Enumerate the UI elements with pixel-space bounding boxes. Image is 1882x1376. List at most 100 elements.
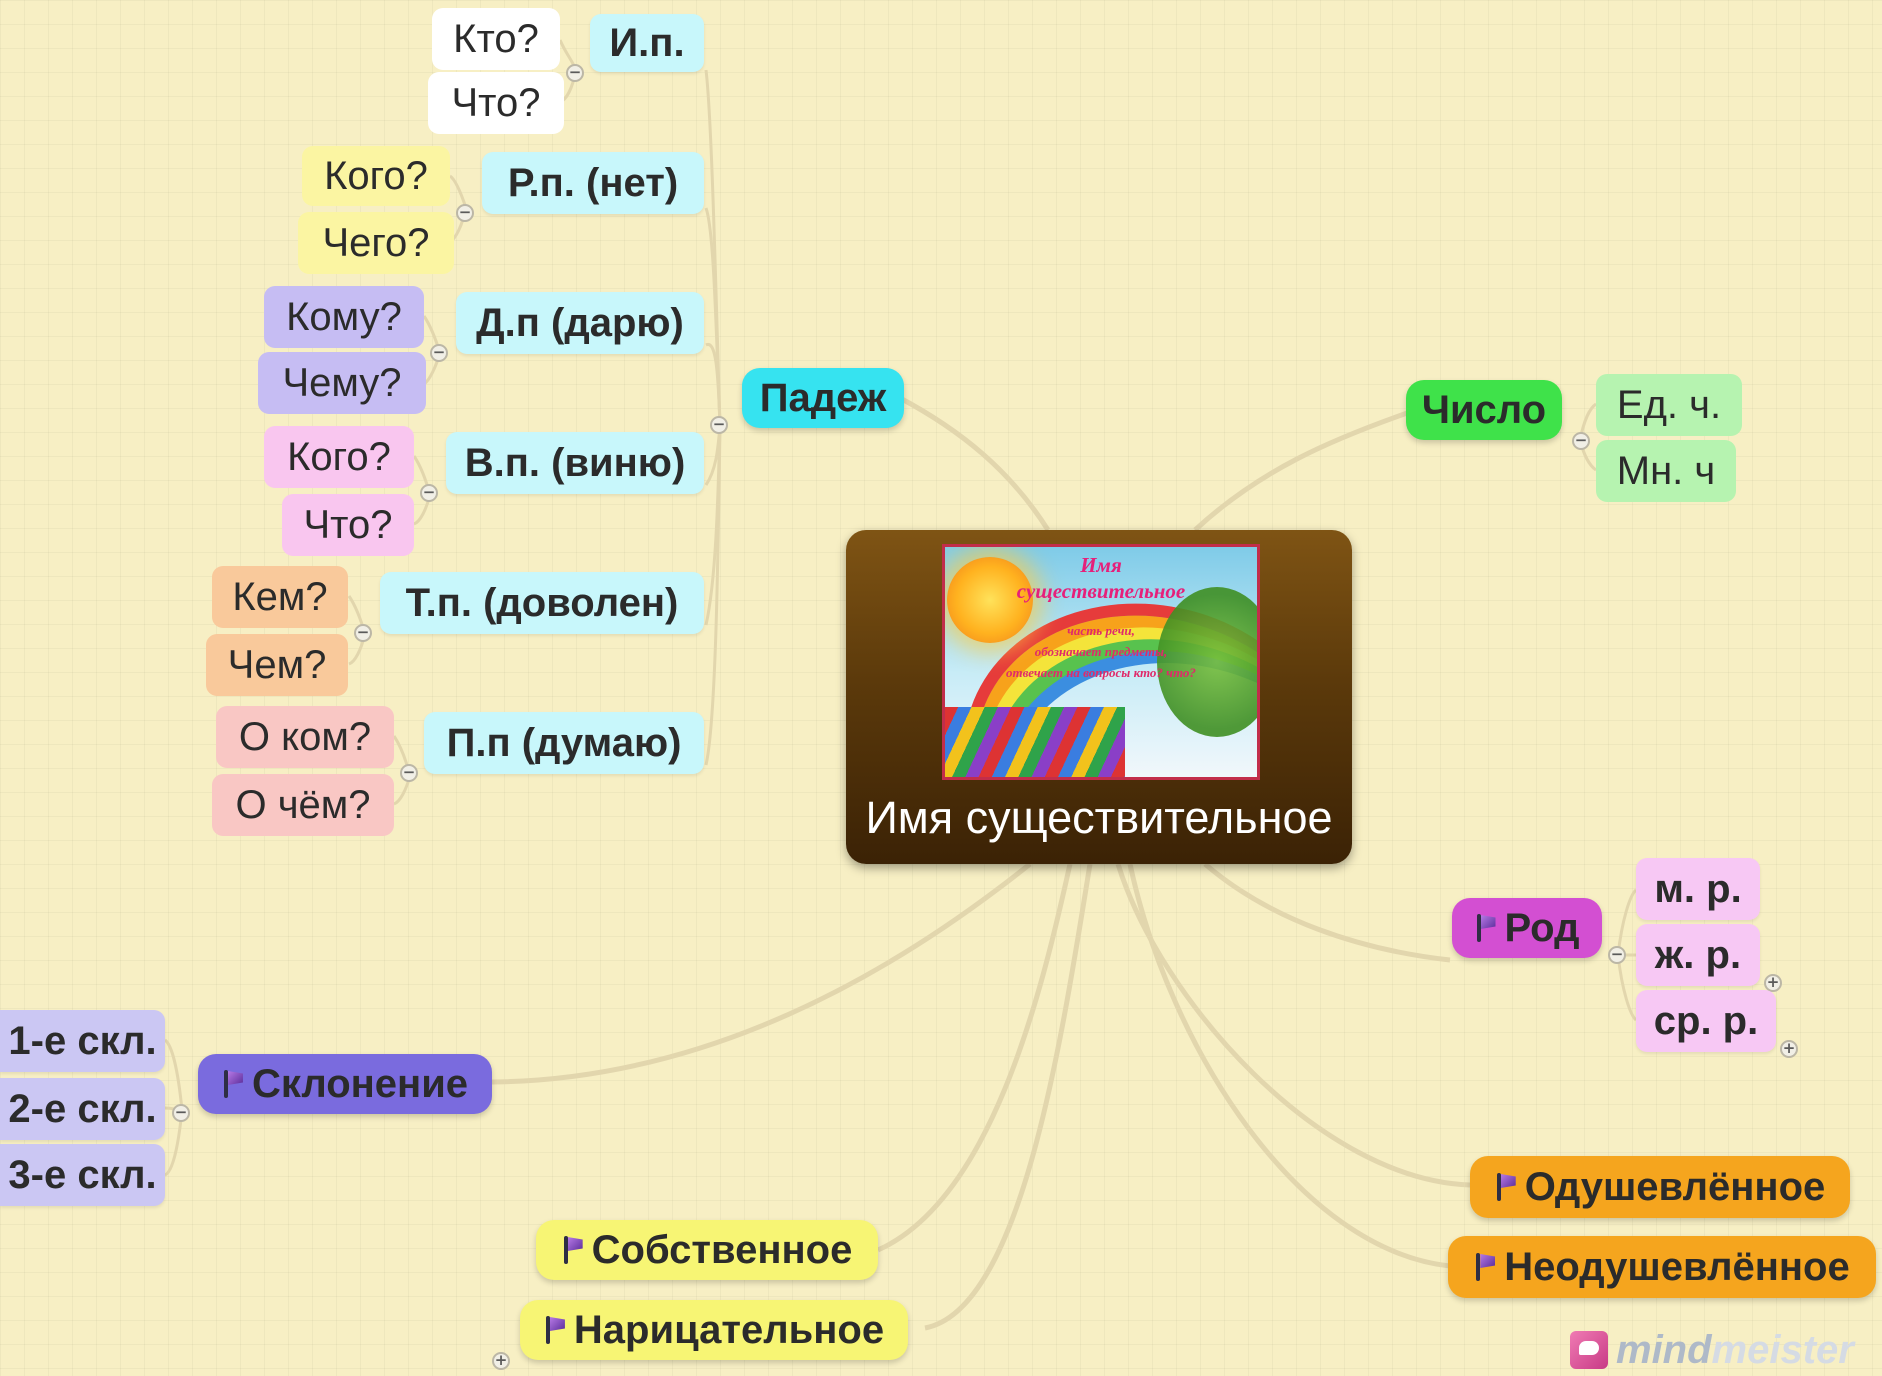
image-text-line-3: отвечает на вопросы кто? что? [1006,665,1196,680]
branch-chislo-label: Число [1421,388,1547,432]
branch-odush-label: Одушевлённое [1524,1165,1826,1209]
branch-sklonenie-label: Склонение [251,1062,469,1106]
expand-naritsatelnoe-button[interactable]: + [492,1352,510,1370]
question-label: Кому? [286,295,402,339]
case-dp[interactable]: Д.п (дарю) [456,292,704,354]
question-komu[interactable]: Кому? [264,286,424,348]
expand-rod-neuter-button[interactable]: + [1780,1040,1798,1058]
collapse-chislo-button[interactable]: − [1572,432,1590,450]
collapse-case-ip-button[interactable]: − [566,64,584,82]
central-topic-label: Имя существительное [865,792,1333,843]
case-rp-label: Р.п. (нет) [507,161,679,205]
rod-item-label: ж. р. [1654,933,1742,977]
branch-neodush-label: Неодушевлённое [1504,1245,1850,1289]
question-kto[interactable]: Кто? [432,8,560,70]
question-chego[interactable]: Чего? [298,212,454,274]
question-label: О чём? [235,783,371,827]
question-label: Чем? [227,643,327,687]
rod-item-masculine[interactable]: м. р. [1636,858,1760,920]
case-ip[interactable]: И.п. [590,14,704,72]
brand-word-1: mind [1616,1327,1712,1372]
branch-neodushevlyonnoe[interactable]: Неодушевлённое [1448,1236,1876,1298]
rod-item-feminine[interactable]: ж. р. [1636,924,1760,986]
collapse-case-vp-button[interactable]: − [420,484,438,502]
brand-word-2: meister [1711,1327,1854,1372]
branch-chislo[interactable]: Число [1406,380,1562,440]
sklonenie-item-1[interactable]: 1-е скл. [0,1010,165,1072]
question-chemu[interactable]: Чему? [258,352,426,414]
chislo-item-label: Мн. ч [1616,449,1716,493]
central-topic[interactable]: Имя существительное часть речи, обознача… [846,530,1352,864]
question-label: Кем? [232,575,328,619]
branch-padezh[interactable]: Падеж [742,368,904,428]
image-title-line-1: Имя [1080,553,1122,577]
question-label: Кого? [324,154,428,198]
sun-graphic [947,557,1033,643]
case-tp-label: Т.п. (доволен) [405,581,679,625]
case-ip-label: И.п. [609,21,685,65]
flag-icon [544,1316,566,1344]
case-pp[interactable]: П.п (думаю) [424,712,704,774]
expand-rod-feminine-button[interactable]: + [1764,974,1782,992]
branch-sobstvennoe[interactable]: Собственное [536,1220,878,1280]
collapse-rod-button[interactable]: − [1608,946,1626,964]
case-vp-label: В.п. (виню) [464,441,686,485]
collapse-sklonenie-button[interactable]: − [172,1104,190,1122]
image-text-line-2: обозначает предметы, [1034,644,1168,659]
chislo-item-singular[interactable]: Ед. ч. [1596,374,1742,436]
question-chem[interactable]: Чем? [206,634,348,696]
case-vp[interactable]: В.п. (виню) [446,432,704,494]
branch-odushevlyonnoe[interactable]: Одушевлённое [1470,1156,1850,1218]
flag-icon [1475,914,1497,942]
flag-icon [1495,1173,1517,1201]
case-rp[interactable]: Р.п. (нет) [482,152,704,214]
collapse-case-dp-button[interactable]: − [430,344,448,362]
central-topic-image: Имя существительное часть речи, обознача… [942,544,1260,780]
mindmeister-icon [1570,1331,1608,1369]
branch-rod[interactable]: Род [1452,898,1602,958]
question-label: Что? [303,503,393,547]
case-pp-label: П.п (думаю) [446,721,682,765]
sklonenie-item-label: 1-е скл. [8,1019,157,1063]
question-kogo-vp[interactable]: Кого? [264,426,414,488]
flag-icon [222,1070,244,1098]
rod-item-label: м. р. [1654,867,1742,911]
question-label: Что? [451,81,541,125]
question-o-kom[interactable]: О ком? [216,706,394,768]
pencils-graphic [945,707,1125,777]
branch-padezh-label: Падеж [759,376,887,420]
case-dp-label: Д.п (дарю) [476,301,684,345]
chislo-item-plural[interactable]: Мн. ч [1596,440,1736,502]
case-tp[interactable]: Т.п. (доволен) [380,572,704,634]
branch-naritsat-label: Нарицательное [573,1308,885,1352]
question-label: Кто? [453,17,539,61]
question-label: Кого? [287,435,391,479]
sklonenie-item-label: 3-е скл. [8,1153,157,1197]
sklonenie-item-label: 2-е скл. [8,1087,157,1131]
sklonenie-item-3[interactable]: 3-е скл. [0,1144,165,1206]
collapse-case-rp-button[interactable]: − [456,204,474,222]
rod-item-label: ср. р. [1653,999,1759,1043]
leaves-graphic [1157,587,1257,737]
question-label: Чему? [282,361,402,405]
question-label: О ком? [238,715,372,759]
branch-sklonenie[interactable]: Склонение [198,1054,492,1114]
rod-item-neuter[interactable]: ср. р. [1636,990,1776,1052]
sklonenie-item-2[interactable]: 2-е скл. [0,1078,165,1140]
collapse-case-tp-button[interactable]: − [354,624,372,642]
branch-sobstv-label: Собственное [591,1228,853,1272]
question-chto-vp[interactable]: Что? [282,494,414,556]
question-chto[interactable]: Что? [428,72,564,134]
collapse-padezh-button[interactable]: − [710,416,728,434]
flag-icon [562,1236,584,1264]
branch-rod-label: Род [1504,906,1580,950]
branch-naritsatelnoe[interactable]: Нарицательное [520,1300,908,1360]
image-text-line-1: часть речи, [1067,623,1135,638]
question-o-chyom[interactable]: О чём? [212,774,394,836]
flag-icon [1474,1253,1496,1281]
question-label: Чего? [322,221,430,265]
collapse-case-pp-button[interactable]: − [400,764,418,782]
question-kem[interactable]: Кем? [212,566,348,628]
question-kogo[interactable]: Кого? [302,146,450,206]
